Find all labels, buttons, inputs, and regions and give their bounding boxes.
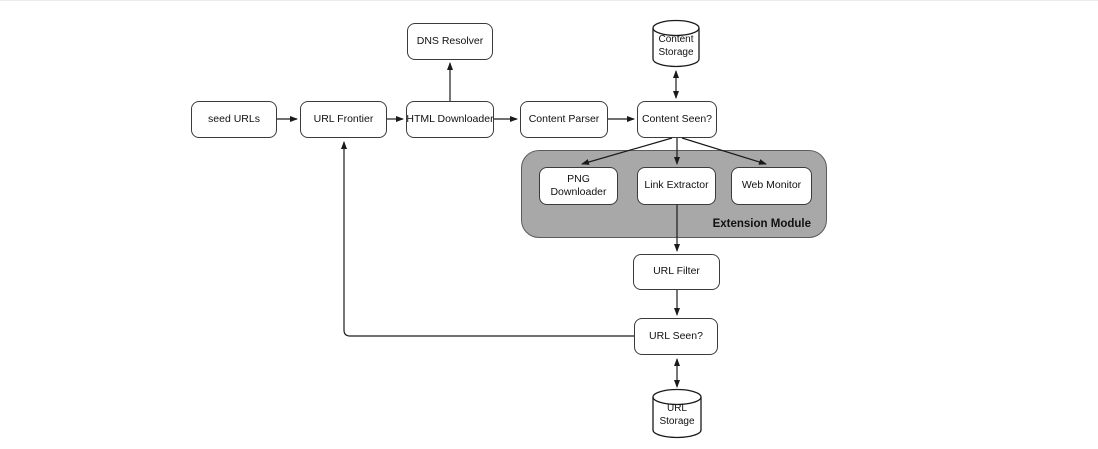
node-dns-resolver: DNS Resolver <box>407 23 493 60</box>
extension-module-label: Extension Module <box>712 218 811 230</box>
node-url-seen-label: URL Seen? <box>649 329 703 342</box>
content-storage-cylinder <box>652 19 700 68</box>
node-link-extractor-label: Link Extractor <box>644 179 709 192</box>
node-seed-urls-label: seed URLs <box>208 112 260 125</box>
url-storage-label: URL Storage <box>659 403 695 427</box>
node-png-downloader-label: PNG Downloader <box>550 172 607 198</box>
node-html-downloader: HTML Downloader <box>406 101 494 138</box>
node-web-monitor: Web Monitor <box>731 167 812 205</box>
node-seed-urls: seed URLs <box>191 101 277 138</box>
node-html-downloader-label: HTML Downloader <box>406 112 494 125</box>
node-url-frontier: URL Frontier <box>300 101 387 138</box>
url-storage-cylinder <box>652 388 702 439</box>
node-url-seen: URL Seen? <box>634 318 718 355</box>
node-url-filter: URL Filter <box>633 254 720 290</box>
node-content-seen-label: Content Seen? <box>641 112 713 125</box>
content-storage-label: Content Storage <box>658 34 694 58</box>
node-link-extractor: Link Extractor <box>637 167 716 205</box>
node-url-filter-label: URL Filter <box>653 265 700 278</box>
node-png-downloader: PNG Downloader <box>539 167 618 205</box>
node-content-seen: Content Seen? <box>637 101 717 138</box>
node-content-parser: Content Parser <box>520 101 608 138</box>
node-url-frontier-label: URL Frontier <box>313 112 374 125</box>
node-dns-resolver-label: DNS Resolver <box>416 34 484 47</box>
node-web-monitor-label: Web Monitor <box>741 179 802 192</box>
node-content-parser-label: Content Parser <box>528 112 600 125</box>
